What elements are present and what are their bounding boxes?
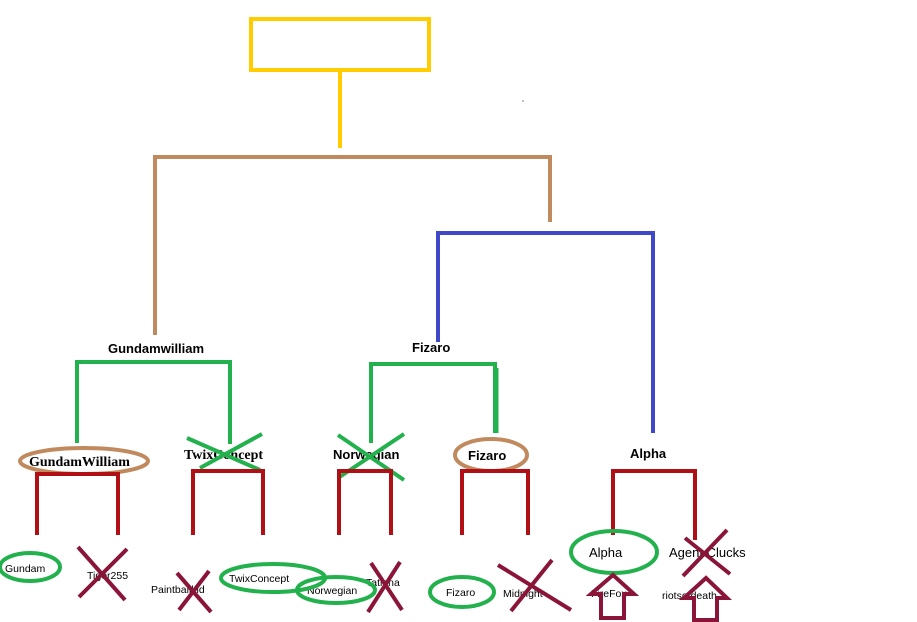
r1-label-fizaro: Fizaro [446,587,475,599]
semi-label-gundamwilliam: Gundamwilliam [108,341,204,356]
r1-winner-rings [0,529,659,609]
stray-dot [522,100,524,102]
semi-label-fizaro: Fizaro [412,340,450,355]
r1-label-gundam: Gundam [5,563,46,575]
qf-label-fizaro: Fizaro [468,448,506,463]
winner-box [249,17,431,72]
advance-arrow-riot [678,575,732,622]
qf-bracket-mid-line [369,362,497,443]
semi-bracket-blue-line [436,231,655,433]
advance-arrow-firefox [585,572,640,620]
final-bracket-line [153,155,552,335]
qf-label-alpha: Alpha [630,446,667,461]
qf-cross-twixconcept [186,432,263,472]
r1-label-norwegian: Norwegian [307,585,357,597]
qf-label-gundamwilliam: GundamWilliam [29,455,130,470]
r1-label-twix: TwixConcept [229,573,289,585]
qf-bracket-left-line [75,360,232,444]
r1-crosses [76,528,732,614]
r1-brackets [35,469,697,540]
r1-label-alpha: Alpha [589,545,623,560]
